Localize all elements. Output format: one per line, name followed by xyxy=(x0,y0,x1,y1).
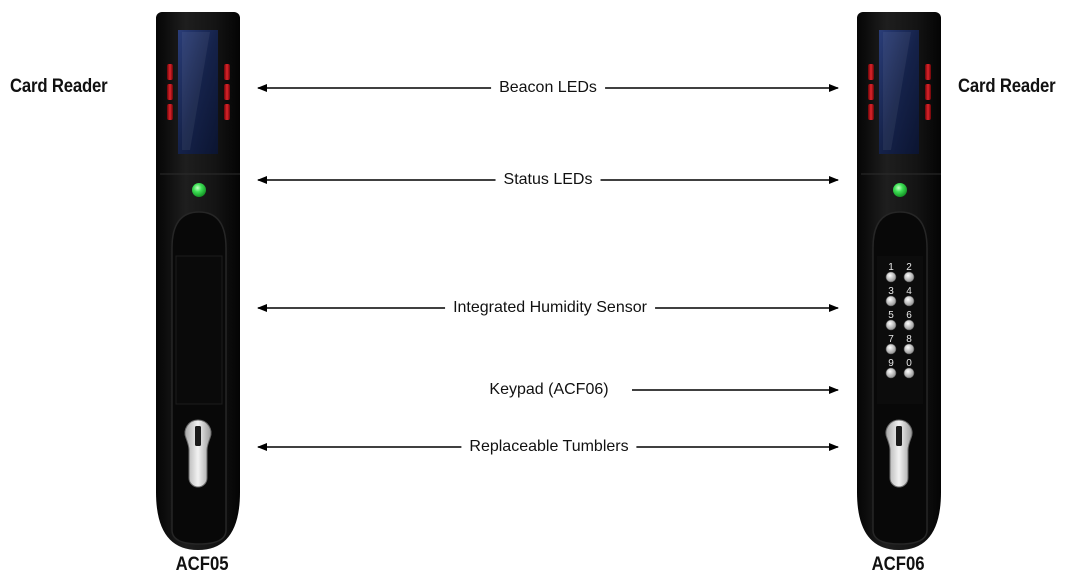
device-acf06: 1 2 3 4 5 6 7 8 9 0 xyxy=(857,12,941,550)
keypad-key-button[interactable] xyxy=(903,319,915,331)
card-reader-window xyxy=(879,30,919,154)
lock-cylinder xyxy=(184,419,212,488)
status-led xyxy=(893,183,907,197)
keypad-key-button[interactable] xyxy=(885,295,897,307)
keypad-key-button[interactable] xyxy=(885,367,897,379)
callout-tumblers: Replaceable Tumblers xyxy=(461,437,637,457)
keypad: 1 2 3 4 5 6 7 8 9 0 xyxy=(885,262,915,379)
lock-cylinder xyxy=(885,419,913,488)
keypad-key-label: 5 xyxy=(888,310,894,321)
keypad-key-button[interactable] xyxy=(885,343,897,355)
left-card-reader-label: Card Reader xyxy=(10,76,108,97)
beacon-leds-left xyxy=(167,64,230,120)
callout-beacon-leds: Beacon LEDs xyxy=(491,78,605,98)
keypad-key-label: 9 xyxy=(888,358,894,369)
beacon-leds-right xyxy=(868,64,931,120)
status-led xyxy=(192,183,206,197)
callout-keypad: Keypad (ACF06) xyxy=(485,380,613,400)
keypad-key-button[interactable] xyxy=(885,271,897,283)
callout-humidity-sensor: Integrated Humidity Sensor xyxy=(445,298,655,318)
humidity-sensor-panel xyxy=(176,256,222,404)
keypad-key-label: 6 xyxy=(906,310,912,321)
keypad-key-button[interactable] xyxy=(903,343,915,355)
keypad-key-label: 0 xyxy=(906,358,912,369)
keypad-key-label: 1 xyxy=(888,262,894,273)
keypad-key-label: 2 xyxy=(906,262,912,273)
keypad-key-button[interactable] xyxy=(903,367,915,379)
device-acf05 xyxy=(156,12,240,550)
callout-status-leds: Status LEDs xyxy=(495,170,601,190)
keypad-panel xyxy=(877,256,923,404)
keypad-key-button[interactable] xyxy=(903,295,915,307)
keypad-key-label: 4 xyxy=(906,286,912,297)
keypad-key-label: 7 xyxy=(888,334,894,345)
keypad-key-label: 8 xyxy=(906,334,912,345)
card-reader-window xyxy=(178,30,218,154)
keypad-key-button[interactable] xyxy=(885,319,897,331)
left-model-label: ACF05 xyxy=(175,554,229,575)
right-card-reader-label: Card Reader xyxy=(958,76,1056,97)
keypad-key-button[interactable] xyxy=(903,271,915,283)
right-model-label: ACF06 xyxy=(871,554,925,575)
keypad-key-label: 3 xyxy=(888,286,894,297)
